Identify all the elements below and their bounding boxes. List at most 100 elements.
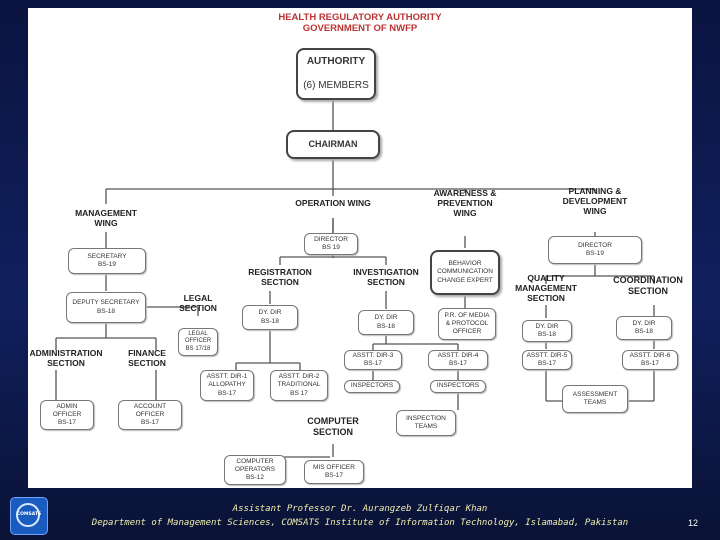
authority-label: AUTHORITY (306, 55, 366, 67)
planning-director-box: DIRECTOR BS-19 (548, 236, 642, 264)
computer-operators-box: COMPUTER OPERATORS BS-12 (224, 455, 286, 485)
legal-officer-line-2: OFFICER (184, 338, 212, 345)
coordination-line-2: SECTION (627, 285, 668, 296)
chart-title: HEALTH REGULATORY AUTHORITY GOVERNMENT O… (28, 12, 692, 35)
finance-section-line-1: FINANCE (128, 348, 166, 358)
legal-section-line-1: LEGAL (183, 293, 213, 303)
investigation-line-2: SECTION (367, 277, 405, 288)
inv-dy-dir-title: DY. DIR (374, 314, 398, 322)
assessment-line-2: TEAMS (583, 399, 607, 406)
account-officer-line-1: ACCOUNT (133, 402, 167, 410)
asst-dir-5-box: ASSTT. DIR-5 BS-17 (522, 350, 572, 370)
quality-dy-dir-grade: BS-18 (537, 331, 557, 338)
reg-dy-dir-title: DY. DIR (258, 309, 282, 317)
asst-dir-4-title: ASSTT. DIR-4 (437, 351, 479, 359)
secretary-title: SECRETARY (87, 252, 127, 260)
coordination-line-1: COORDINATION (613, 275, 683, 285)
reg-dy-dir-grade: BS-18 (260, 317, 280, 325)
secretary-grade: BS-19 (97, 261, 117, 268)
admin-officer-box: ADMIN OFFICER BS-17 (40, 400, 94, 430)
org-chart-panel: HEALTH REGULATORY AUTHORITY GOVERNMENT O… (28, 8, 692, 488)
quality-management-section-label: QUALITY MANAGEMENT SECTION (508, 273, 584, 304)
asst-dir-3-box: ASSTT. DIR-3 BS-17 (344, 350, 402, 370)
asst-dir-3-title: ASSTT. DIR-3 (352, 351, 394, 359)
mgmt-wing-line-1: MANAGEMENT (75, 208, 137, 218)
finance-section-line-2: SECTION (128, 358, 166, 369)
page-number: 12 (687, 518, 698, 528)
operation-wing-text: OPERATION WING (295, 198, 371, 208)
comsats-logo: COMSATS (10, 497, 48, 535)
op-director-grade: BS 19 (322, 244, 340, 251)
asst-dir-6-title: ASSTT. DIR-6 (629, 351, 671, 359)
management-wing-label: MANAGEMENT WING (66, 208, 146, 228)
plan-director-title: DIRECTOR (578, 241, 612, 249)
account-officer-box: ACCOUNT OFFICER BS-17 (118, 400, 182, 430)
asst-dir-allopathy-box: ASSTT. DIR-1 ALLOPATHY BS-17 (200, 370, 254, 401)
secretary-box: SECRETARY BS-19 (68, 248, 146, 274)
pr-officer-line-2: & PROTOCOL (445, 319, 489, 327)
quality-line-1: QUALITY (527, 273, 565, 283)
title-line-2: GOVERNMENT OF NWFP (302, 23, 418, 35)
allopathy-line-1: ASSTT. DIR-1 (206, 373, 248, 381)
investigation-line-1: INVESTIGATION (353, 267, 419, 277)
investigation-dy-dir-box: DY. DIR BS-18 (358, 310, 414, 335)
admin-section-line-1: ADMINISTRATION (29, 348, 103, 358)
asst-dir-3-grade: BS-17 (363, 360, 383, 367)
op-director-title: DIRECTOR (314, 235, 348, 243)
planning-wing-label: PLANNING & DEVELOPMENT WING (550, 186, 640, 217)
authority-box: AUTHORITY (6) MEMBERS (296, 48, 376, 100)
mis-officer-grade: BS-17 (324, 472, 344, 479)
logo-text: COMSATS (16, 512, 42, 517)
inspectors-2-label: INSPECTORS (436, 382, 480, 390)
traditional-line-1: ASSTT. DIR-2 (278, 373, 320, 381)
deputy-secretary-title: DEPUTY SECRETARY (72, 299, 140, 307)
computer-operators-line-2: OPERATORS (234, 465, 276, 473)
account-officer-line-2: OFFICER (135, 410, 165, 418)
quality-dy-dir-box: DY. DIR BS-18 (522, 320, 572, 342)
admin-officer-line-1: ADMIN (56, 402, 78, 410)
awareness-line-2: PREVENTION (437, 198, 493, 209)
assessment-teams-box: ASSESSMENT TEAMS (562, 385, 628, 413)
behavior-line-1: BEHAVIOR (448, 260, 482, 268)
awareness-wing-label: AWARENESS & PREVENTION WING (420, 188, 510, 219)
registration-line-2: SECTION (261, 277, 299, 288)
allopathy-line-3: BS-17 (217, 389, 237, 397)
operation-director-box: DIRECTOR BS 19 (304, 233, 358, 255)
coordination-section-label: COORDINATION SECTION (606, 275, 690, 297)
inspection-teams-line-1: INSPECTION (406, 414, 446, 422)
legal-officer-box: LEGAL OFFICER BS 17/18 (178, 328, 218, 356)
allopathy-line-2: ALLOPATHY (208, 381, 246, 389)
awareness-line-3: WING (453, 208, 477, 219)
asst-dir-4-grade: BS-17 (448, 360, 468, 367)
footer-department: Department of Management Sciences, COMSA… (91, 517, 629, 528)
mgmt-wing-line-2: WING (94, 218, 118, 229)
mis-officer-box: MIS OFFICER BS-17 (304, 460, 364, 484)
investigation-section-label: INVESTIGATION SECTION (346, 267, 426, 287)
inspection-teams-box: INSPECTION TEAMS (396, 410, 456, 436)
chairman-box: CHAIRMAN (286, 130, 380, 159)
plan-director-grade: BS-19 (585, 250, 605, 257)
administration-section-label: ADMINISTRATION SECTION (20, 348, 112, 368)
coordination-dy-dir-box: DY. DIR BS-18 (616, 316, 672, 340)
assessment-line-1: ASSESSMENT (572, 390, 618, 398)
footer-author: Assistant Professor Dr. Aurangzeb Zulfiq… (232, 504, 488, 514)
computer-section-line-1: COMPUTER (307, 416, 359, 426)
computer-operators-line-3: BS-12 (245, 474, 265, 482)
inspectors-box-2: INSPECTORS (430, 380, 486, 393)
pr-officer-line-3: OFFICER (452, 328, 482, 336)
asst-dir-4-box: ASSTT. DIR-4 BS-17 (428, 350, 488, 370)
awareness-line-1: AWARENESS & (433, 188, 497, 198)
inspectors-1-label: INSPECTORS (350, 382, 394, 390)
computer-section-label: COMPUTER SECTION (294, 416, 372, 438)
planning-line-1: PLANNING & (568, 186, 622, 196)
traditional-line-2: TRADITIONAL (277, 381, 321, 389)
traditional-line-3: BS 17 (290, 389, 308, 397)
quality-line-2: MANAGEMENT (515, 283, 577, 294)
behavior-line-3: CHANGE EXPERT (437, 276, 493, 284)
inspection-teams-line-2: TEAMS (414, 423, 438, 430)
asst-dir-5-grade: BS-17 (537, 360, 557, 367)
legal-officer-line-1: LEGAL (188, 330, 208, 337)
slide-footer: Assistant Professor Dr. Aurangzeb Zulfiq… (0, 503, 720, 530)
admin-section-line-2: SECTION (47, 358, 85, 369)
registration-line-1: REGISTRATION (248, 267, 312, 277)
